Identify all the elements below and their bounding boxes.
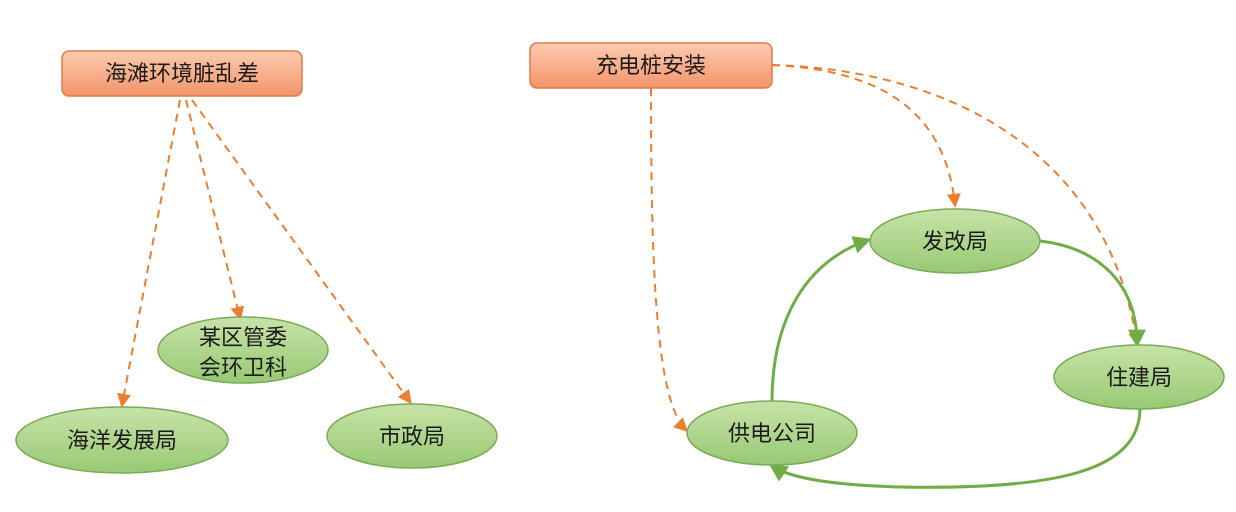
agency-label-guanwei-line1: 某区管委 (199, 326, 287, 351)
arrow-beach-to-haiyang (117, 99, 181, 408)
agency-node-gongdian: 供电公司 (686, 400, 858, 466)
agency-node-shizheng: 市政局 (326, 403, 498, 469)
arrow-charging-to-gongdian (650, 87, 689, 432)
problem-label-beach: 海滩环境脏乱差 (105, 62, 259, 87)
problem-node-beach: 海滩环境脏乱差 (61, 50, 303, 97)
arrow-charging-to-fagai (771, 64, 961, 208)
agency-label-fagai: 发改局 (922, 230, 988, 255)
arrow-zhujian-to-gongdian (769, 407, 1142, 489)
arrow-beach-to-guanwei (185, 99, 245, 321)
agency-node-zhujian: 住建局 (1053, 344, 1225, 410)
right-cycle-arrows (769, 236, 1146, 489)
agency-node-haiyang: 海洋发展局 (15, 406, 229, 474)
agency-label-guanwei-line2: 会环卫科 (199, 356, 287, 381)
agency-node-fagai: 发改局 (869, 208, 1041, 274)
right-dashed-arrows (650, 64, 1143, 432)
arrow-fagai-to-zhujian (1039, 239, 1146, 348)
problem-label-charging: 充电桩安装 (596, 54, 706, 79)
agency-node-guanwei: 某区管委 会环卫科 (157, 316, 329, 384)
agency-label-shizheng: 市政局 (379, 425, 445, 450)
agency-label-haiyang: 海洋发展局 (67, 429, 177, 454)
left-dashed-arrows (117, 99, 412, 408)
agency-label-gongdian: 供电公司 (728, 422, 816, 447)
arrow-charging-to-zhujian (771, 64, 1143, 347)
agency-label-zhujian: 住建局 (1106, 366, 1172, 391)
problem-node-charging: 充电桩安装 (529, 42, 773, 89)
arrow-gongdian-to-fagai (770, 236, 872, 403)
arrow-beach-to-shizheng (191, 99, 412, 405)
